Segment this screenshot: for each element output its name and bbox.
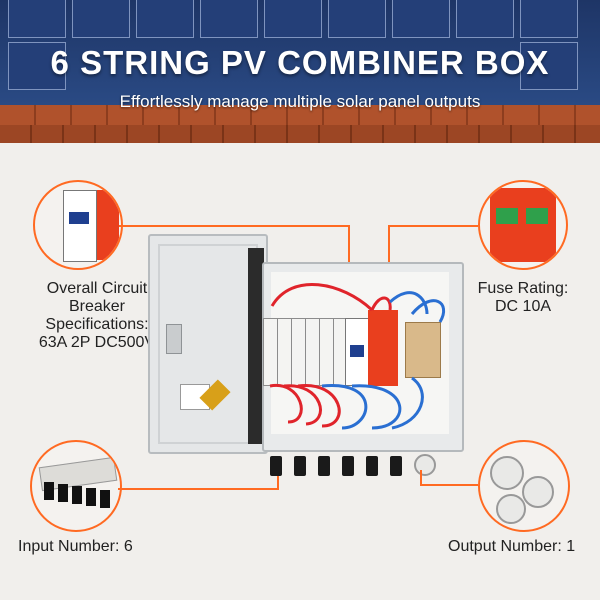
- leader-line-fuse-drop: [388, 225, 390, 285]
- leader-line-output-rise: [420, 470, 422, 486]
- leader-line-input: [118, 488, 278, 490]
- internal-wiring: [269, 283, 446, 430]
- fuse-closeup-circle: [478, 180, 568, 270]
- mc4-connector: [366, 456, 378, 476]
- breaker-spec-line3: Specifications:: [45, 316, 149, 333]
- mc4-connector: [342, 456, 354, 476]
- leader-line-breaker: [119, 225, 349, 227]
- fuse-rating-label: Fuse Rating: DC 10A: [468, 280, 578, 316]
- solar-panels-background: [0, 0, 600, 105]
- input-number-label: Input Number: 6: [18, 538, 133, 555]
- page-title: 6 STRING PV COMBINER BOX: [50, 44, 550, 81]
- leader-line-breaker-drop: [348, 225, 350, 285]
- terminal-bus-bar: [405, 322, 441, 378]
- leader-line-fuse: [388, 225, 478, 227]
- breaker-closeup-circle: [33, 180, 123, 270]
- roof-tiles-lower: [0, 125, 600, 143]
- mc4-connector: [318, 456, 330, 476]
- breaker-toggle: [350, 345, 364, 357]
- mc4-connector: [390, 456, 402, 476]
- door-latch: [166, 324, 182, 354]
- surge-protector: [368, 310, 398, 386]
- output-gland-circle: [478, 440, 570, 532]
- fuse-rating-line2: DC 10A: [494, 298, 552, 315]
- breaker-spec-line4: 63A 2P DC500V: [38, 334, 156, 351]
- fuse-rating-line1: Fuse Rating:: [477, 280, 569, 297]
- leader-line-input-rise: [277, 476, 279, 490]
- mc4-connector: [270, 456, 282, 476]
- breaker-spec-label: Overall Circuit Breaker Specifications: …: [22, 280, 172, 352]
- page-subtitle: Effortlessly manage multiple solar panel…: [119, 92, 481, 111]
- cable-gland: [414, 454, 436, 476]
- output-number-label: Output Number: 1: [448, 538, 576, 555]
- breaker-spec-line1: Overall Circuit: [46, 280, 148, 297]
- door-gasket: [248, 248, 264, 444]
- input-connectors-circle: [30, 440, 122, 532]
- leader-line-output: [420, 484, 478, 486]
- breaker-spec-line2: Breaker: [68, 298, 126, 315]
- mc4-connector: [294, 456, 306, 476]
